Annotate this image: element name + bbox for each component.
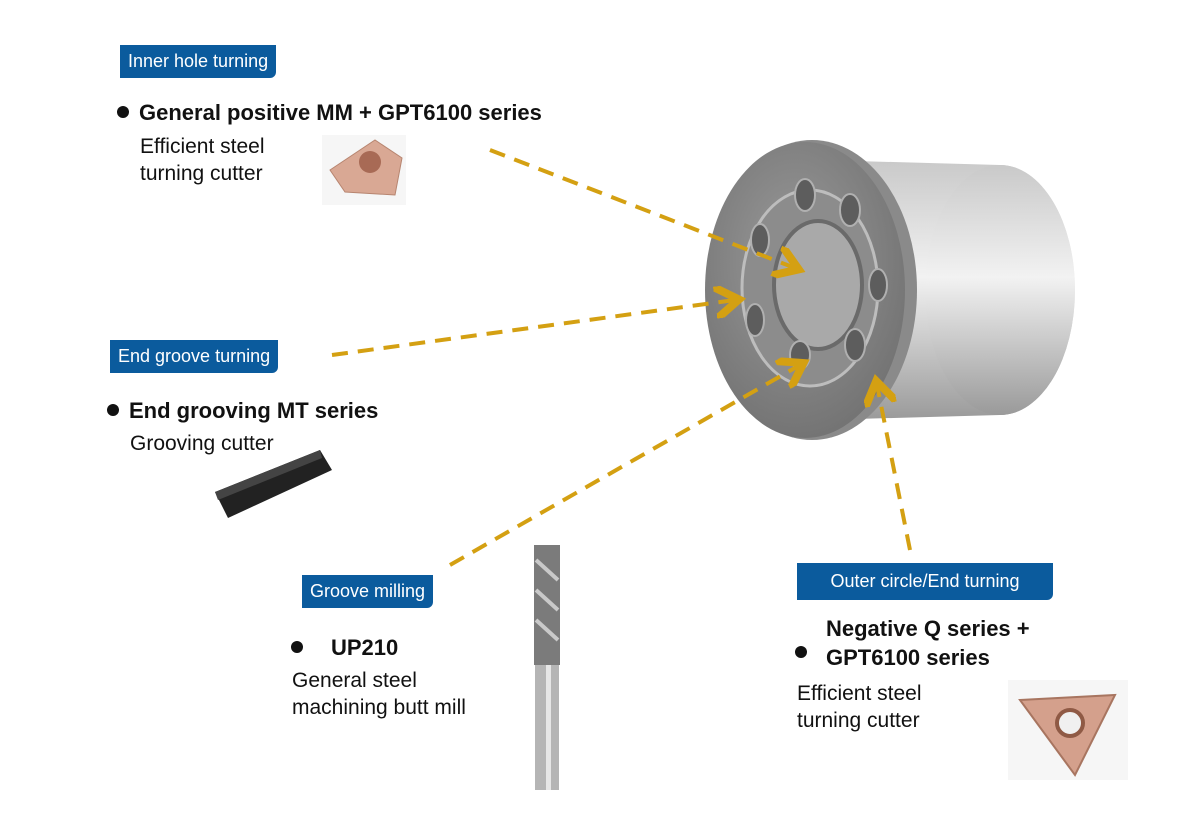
- arrow-groove-milling: [449, 365, 800, 567]
- bullet-icon: [107, 404, 119, 417]
- desc-groove-milling: General steel machining butt mill: [292, 667, 466, 721]
- badge-outer-circle-end-turning: Outer circle/End turning: [797, 563, 1053, 600]
- title-line: GPT6100 series: [826, 645, 990, 670]
- desc-outer-circle: Efficient steel turning cutter: [797, 680, 922, 734]
- bullet-icon: [795, 646, 807, 658]
- title-text: End grooving MT series: [129, 398, 379, 423]
- bullet-icon: [117, 106, 129, 119]
- title-text: General positive MM + GPT6100 series: [139, 100, 542, 125]
- desc-line: machining butt mill: [292, 696, 466, 719]
- desc-inner-hole: Efficient steel turning cutter: [140, 133, 265, 187]
- title-outer-circle: Negative Q series + GPT6100 series: [826, 614, 1030, 672]
- title-line: Negative Q series +: [826, 616, 1030, 641]
- desc-line: General steel: [292, 669, 417, 692]
- badge-end-groove-turning: End groove turning: [110, 340, 279, 373]
- arrow-outer-circle: [877, 385, 912, 551]
- desc-line: turning cutter: [797, 709, 920, 732]
- arrow-end-groove: [331, 300, 735, 357]
- badge-inner-hole-turning: Inner hole turning: [120, 45, 277, 78]
- desc-line: Efficient steel: [797, 682, 922, 705]
- callout-arrows: [331, 148, 912, 567]
- title-inner-hole: General positive MM + GPT6100 series: [117, 100, 542, 126]
- bullet-icon: [291, 641, 303, 654]
- title-end-groove: End grooving MT series: [107, 398, 378, 424]
- arrow-inner-hole: [489, 148, 795, 268]
- workpiece-body: [705, 140, 1075, 440]
- title-text: UP210: [331, 635, 399, 660]
- end-mill-image: [534, 545, 560, 790]
- insert-image-grooving: [215, 450, 332, 518]
- desc-line: Grooving cutter: [130, 432, 274, 455]
- insert-image-square: [322, 135, 406, 205]
- badge-groove-milling: Groove milling: [302, 575, 434, 608]
- desc-end-groove: Grooving cutter: [130, 430, 274, 457]
- title-groove-milling: UP210: [291, 635, 398, 661]
- insert-image-trigon: [1008, 680, 1128, 780]
- desc-line: Efficient steel: [140, 135, 265, 158]
- desc-line: turning cutter: [140, 162, 263, 185]
